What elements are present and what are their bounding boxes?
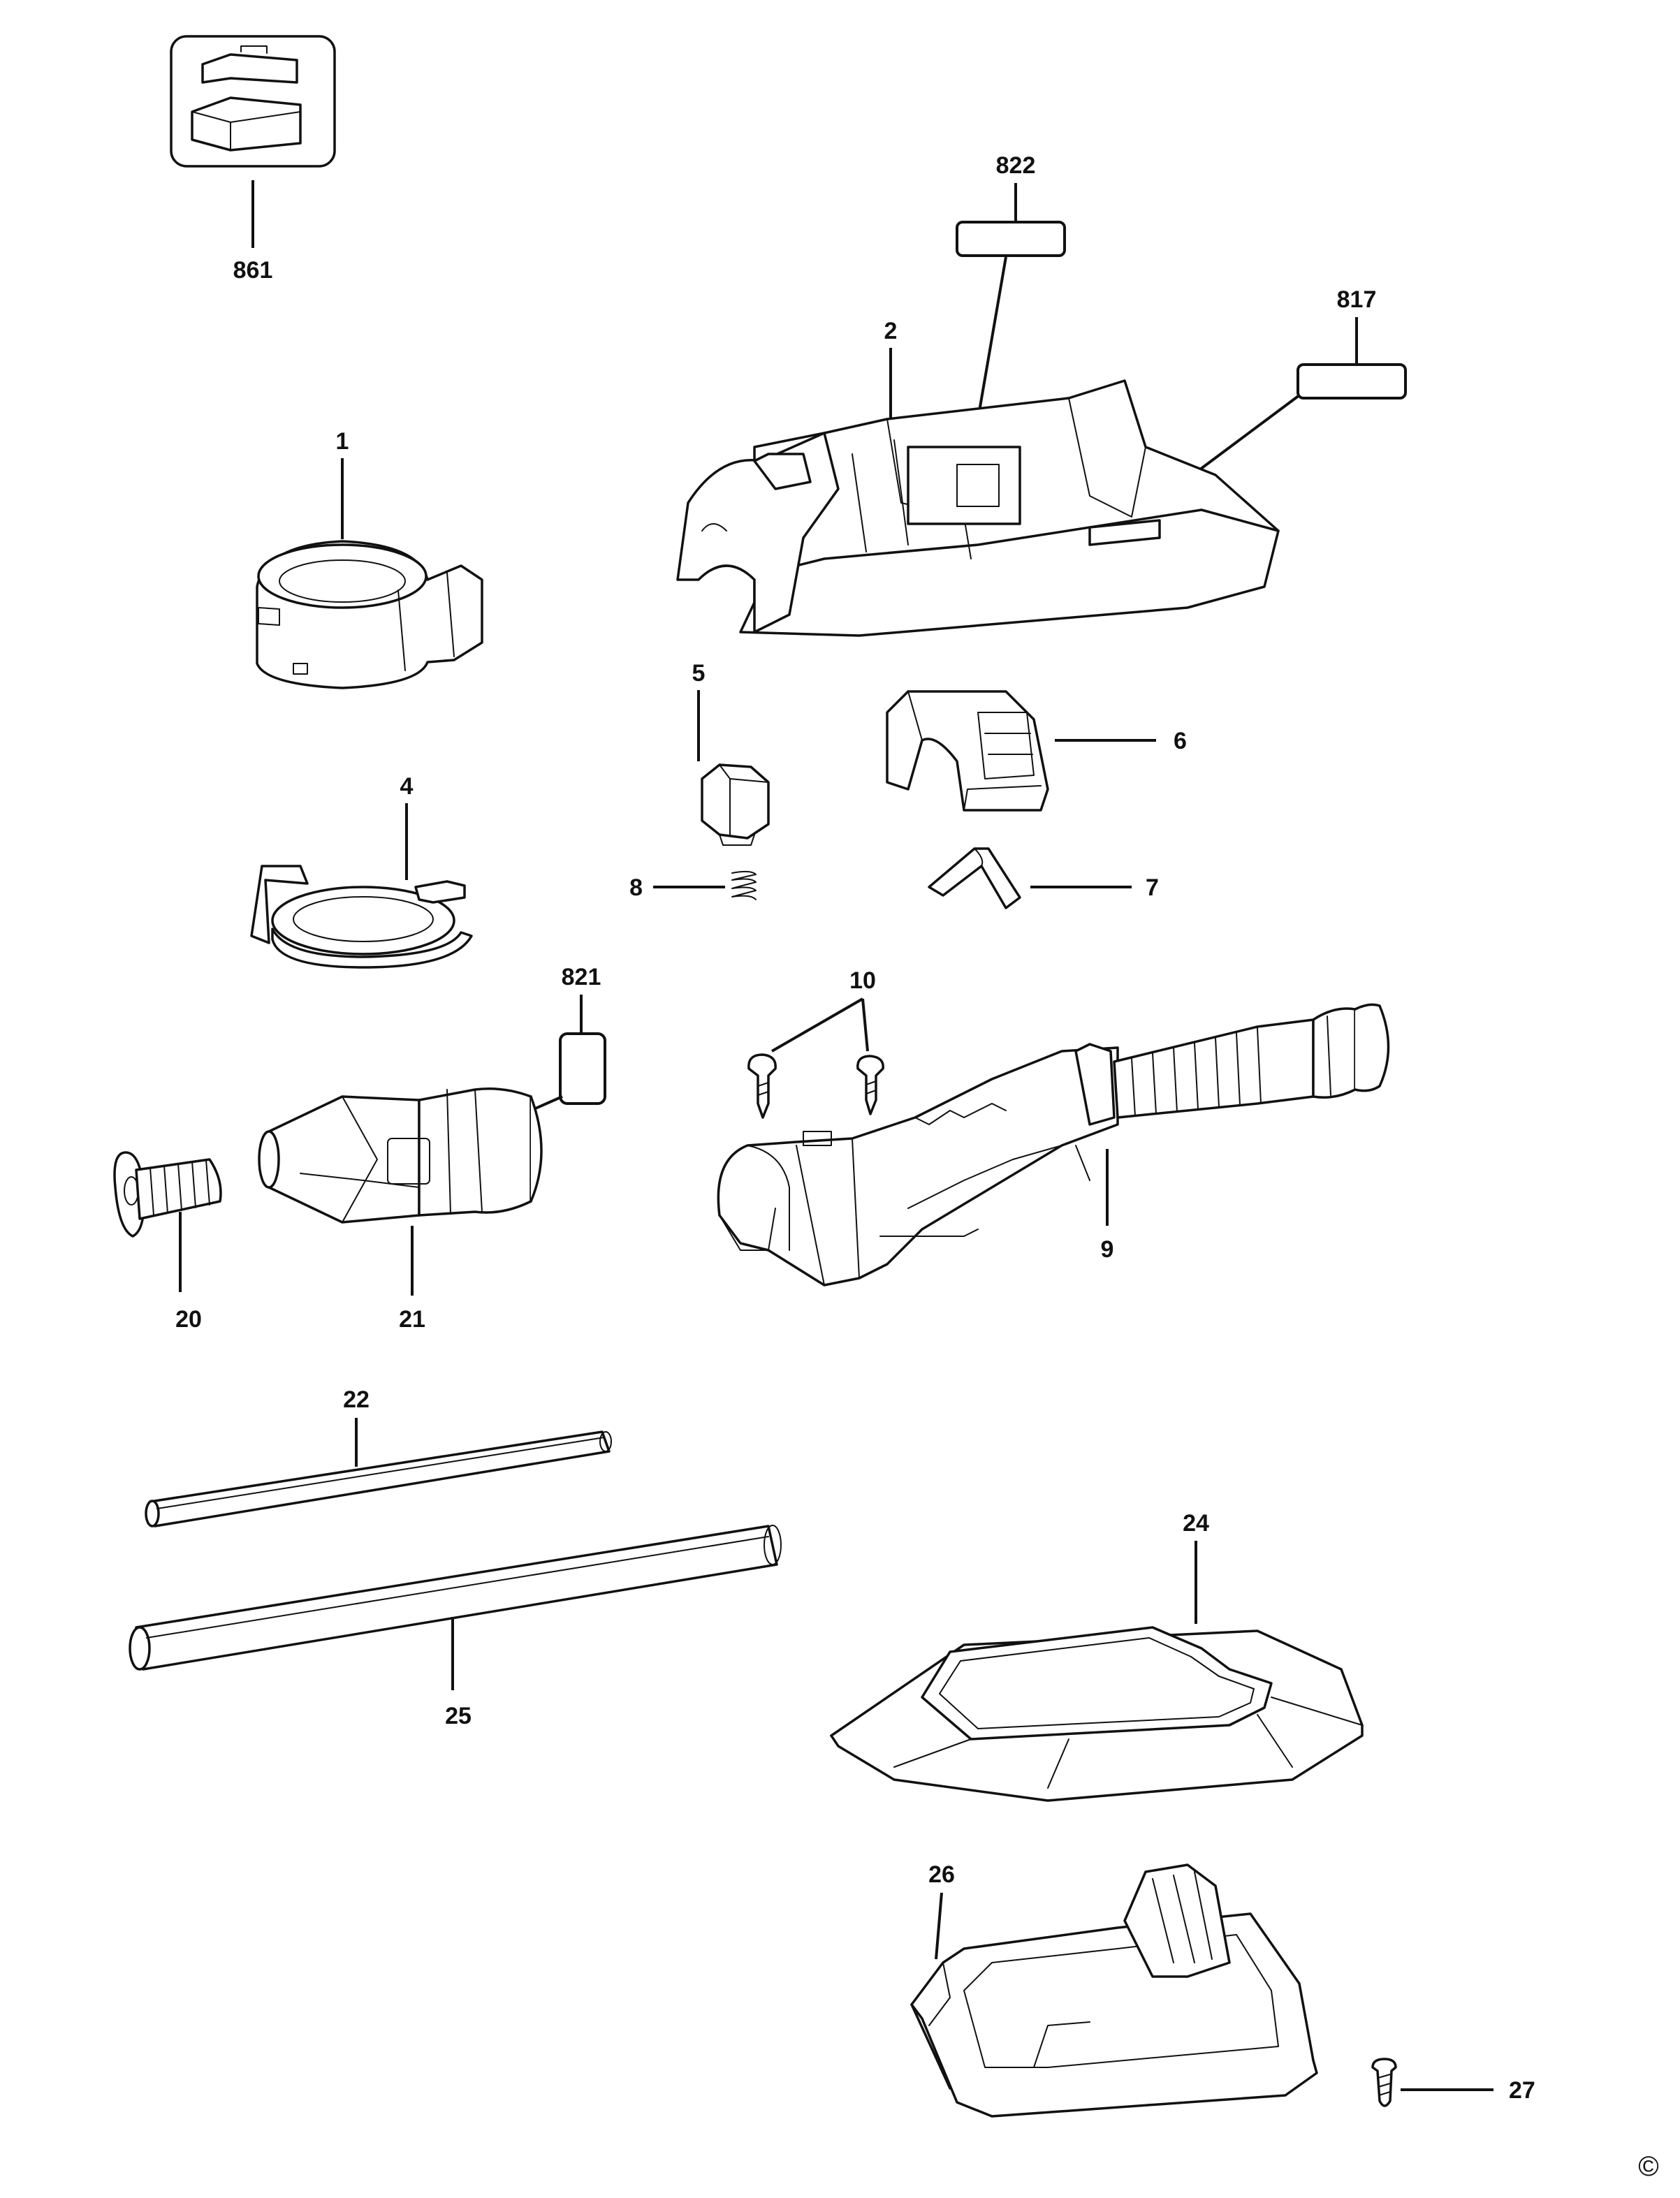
part-2-housing-cover (676, 379, 1280, 637)
part-6-switch-bracket (886, 690, 1049, 812)
part-4-seal-ring (250, 865, 473, 969)
label-4: 4 (400, 773, 414, 800)
leader-26 (935, 1892, 943, 1960)
part-10-screw-left (747, 1053, 777, 1119)
label-25: 25 (445, 1703, 472, 1729)
label-5: 5 (692, 660, 706, 687)
label-10: 10 (849, 967, 876, 994)
part-25-thick-tube (129, 1525, 782, 1671)
label-21: 21 (399, 1306, 425, 1333)
label-7: 7 (1146, 874, 1159, 901)
part-26-base-housing (910, 1863, 1318, 2118)
label-6: 6 (1174, 728, 1187, 754)
part-20-filter-cartridge (113, 1151, 222, 1238)
leader-10-right (861, 998, 869, 1052)
part-9-air-duct-hose (717, 1003, 1390, 1287)
part-7-spring-clip (928, 847, 1021, 909)
label-821: 821 (562, 964, 601, 990)
copyright-mark: © (1638, 2151, 1658, 2182)
label-822: 822 (996, 152, 1036, 179)
part-24-base-gasket (830, 1626, 1364, 1802)
leader-822 (977, 256, 1007, 420)
label-27: 27 (1509, 2077, 1535, 2104)
label-817: 817 (1337, 286, 1377, 313)
label-20: 20 (175, 1306, 202, 1333)
part-21-nozzle (258, 1087, 543, 1224)
label-8: 8 (629, 874, 643, 901)
leader-10-left (771, 997, 863, 1053)
part-817-label-tag (1296, 363, 1407, 400)
part-861-case-icon (170, 35, 336, 168)
part-821-label-tag (559, 1032, 606, 1105)
part-822-label-tag (956, 221, 1066, 257)
part-1-motor-collar (256, 540, 483, 689)
part-5-switch (701, 763, 770, 846)
label-9: 9 (1101, 1236, 1114, 1263)
label-2: 2 (884, 318, 898, 344)
part-10-screw-right (856, 1055, 884, 1115)
label-861: 861 (233, 257, 273, 284)
label-24: 24 (1183, 1510, 1209, 1537)
label-22: 22 (343, 1386, 370, 1413)
label-1: 1 (336, 428, 349, 455)
part-27-screw (1371, 2058, 1397, 2107)
label-26: 26 (928, 1861, 955, 1888)
part-22-thin-tube (145, 1430, 612, 1527)
part-8-spring (731, 870, 757, 900)
